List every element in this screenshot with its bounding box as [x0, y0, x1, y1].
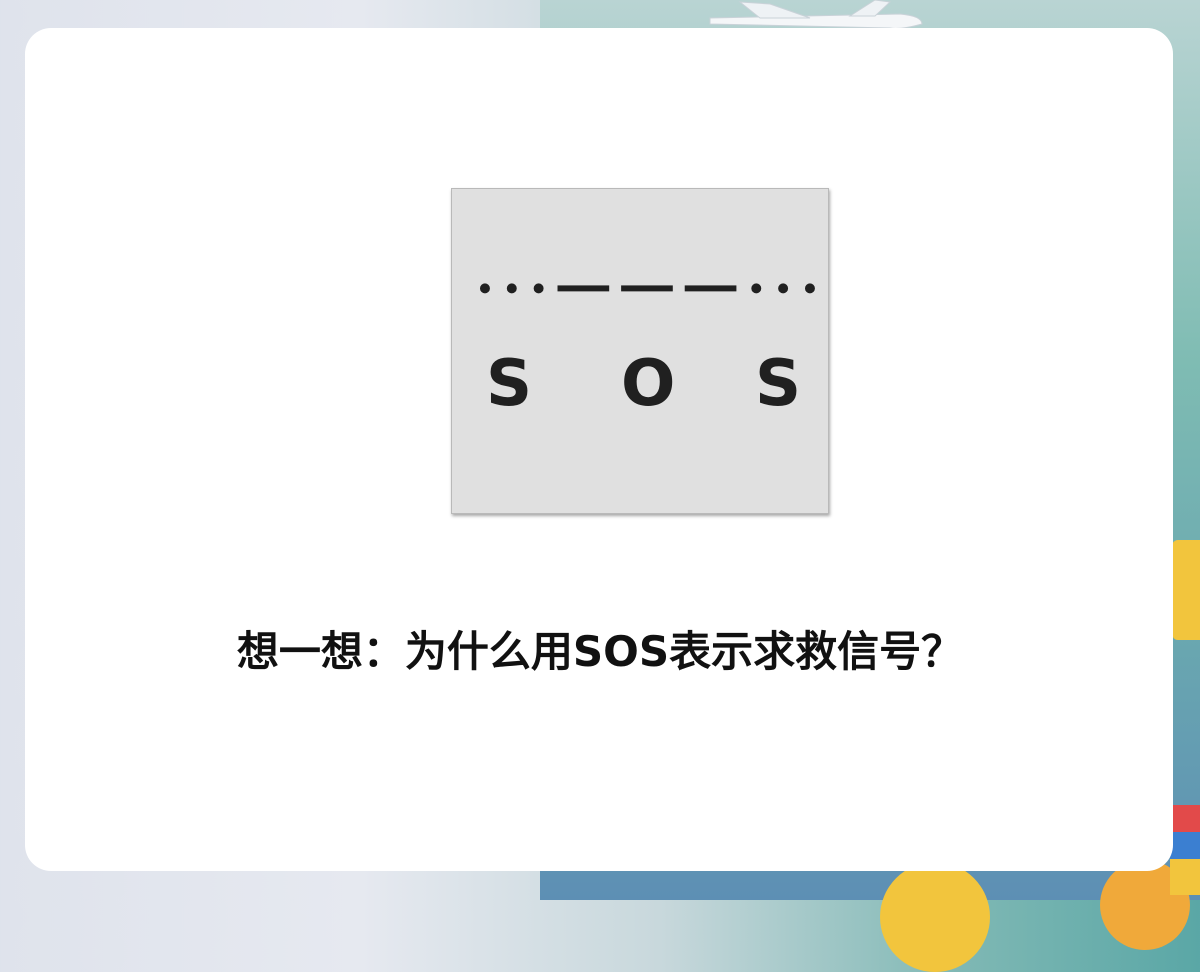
sos-morse-card [451, 188, 829, 514]
morse-dot [506, 283, 517, 294]
coin-icon [1100, 860, 1190, 950]
morse-dot [804, 283, 815, 294]
morse-letter-o: O [621, 347, 676, 421]
morse-dot [533, 283, 544, 294]
question-text: 想一想：为什么用SOS表示求救信号？ [236, 627, 964, 676]
morse-dot [778, 283, 789, 294]
morse-dot [479, 283, 490, 294]
morse-dash [621, 285, 673, 292]
morse-dash [684, 285, 737, 292]
morse-code-row [479, 283, 815, 294]
morse-letter-s1: S [486, 347, 533, 421]
morse-dot [751, 283, 762, 294]
coin-icon [880, 862, 990, 972]
morse-letter-s2: S [755, 347, 802, 421]
morse-dash [557, 285, 610, 292]
